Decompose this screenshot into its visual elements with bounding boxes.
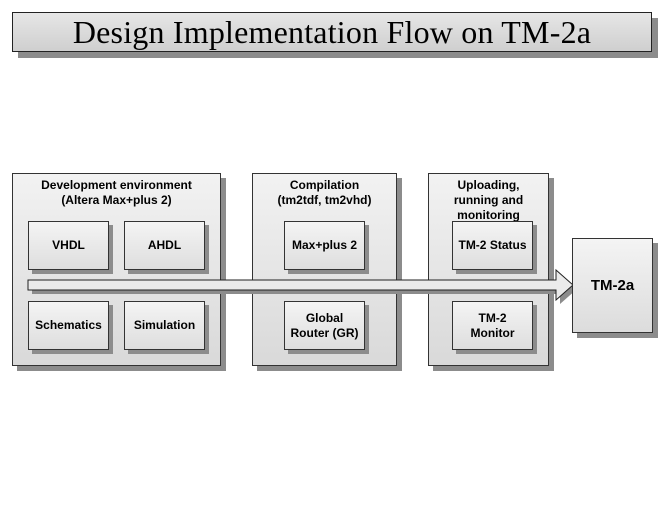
panel-title-uploading: Uploading, running and monitoring [453, 178, 524, 222]
panel-title-development: Development environment (Altera Max+plus… [41, 178, 192, 207]
box-simulation: Simulation [124, 301, 205, 350]
box-global-router: Global Router (GR) [284, 301, 365, 350]
box-vhdl: VHDL [28, 221, 109, 270]
diagram-title: Design Implementation Flow on TM-2a [72, 13, 592, 50]
box-ahdl: AHDL [124, 221, 205, 270]
title-banner: Design Implementation Flow on TM-2a [12, 12, 652, 52]
flow-arrow-shape [27, 268, 574, 302]
box-schematics: Schematics [28, 301, 109, 350]
box-maxplus2: Max+plus 2 [284, 221, 365, 270]
box-tm2-monitor: TM-2 Monitor [452, 301, 533, 350]
box-tm2-status: TM-2 Status [452, 221, 533, 270]
target-tm2a: TM-2a [572, 238, 653, 333]
panel-title-compilation: Compilation (tm2tdf, tm2vhd) [277, 178, 372, 207]
